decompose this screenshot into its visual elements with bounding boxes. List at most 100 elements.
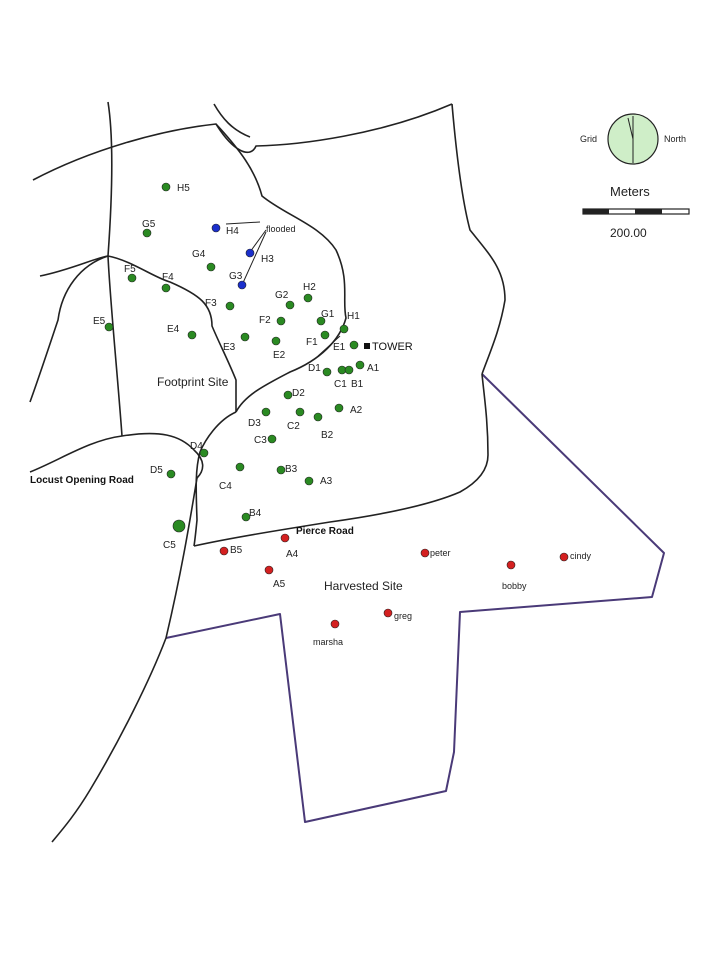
- marker-b1: [344, 365, 354, 375]
- marker-label-c3: C3: [254, 435, 267, 446]
- marker-label-d4: D4: [190, 441, 203, 452]
- stream-loop: [213, 103, 251, 138]
- marker-f3: [225, 301, 235, 311]
- marker-label-a2: A2: [350, 405, 363, 416]
- marker-c3: [267, 434, 277, 444]
- marker-label-f1: F1: [306, 337, 318, 348]
- marker-label-g3: G3: [229, 271, 243, 282]
- marker-label-g5: G5: [142, 219, 156, 230]
- true-north-line: [627, 117, 634, 140]
- marker-h5: [161, 182, 171, 192]
- marker-c5: [172, 519, 186, 533]
- marker-label-b1: B1: [351, 379, 364, 390]
- compass-legend: Grid North: [580, 113, 686, 165]
- marker-f5: [127, 273, 137, 283]
- marker-label-g1: G1: [321, 309, 335, 320]
- marker-h4: [211, 223, 221, 233]
- marker-label-c4: C4: [219, 481, 232, 492]
- marker-e3: [240, 332, 250, 342]
- stream-top: [32, 103, 453, 181]
- marker-d1: [322, 367, 332, 377]
- marker-label-d3: D3: [248, 418, 261, 429]
- road-lower-west: [51, 637, 167, 843]
- marker-label-b2: B2: [321, 430, 334, 441]
- marker-label-c2: C2: [287, 421, 300, 432]
- flooded-leader-h3: [249, 229, 267, 253]
- marker-label-e2: E2: [273, 350, 286, 361]
- pierce-road-label: Pierce Road: [296, 526, 354, 537]
- marker-a3: [304, 476, 314, 486]
- scale-value: 200.00: [610, 226, 647, 240]
- tower-icon: [364, 343, 370, 349]
- marker-label-h1: H1: [347, 311, 360, 322]
- locust-opening-road-line: [29, 432, 204, 479]
- marker-label-d1: D1: [308, 363, 321, 374]
- footprint-site-label: Footprint Site: [157, 375, 229, 389]
- road-east: [451, 103, 506, 375]
- marker-g4: [206, 262, 216, 272]
- flooded-leader-g3: [241, 231, 267, 286]
- marker-e1: [349, 340, 359, 350]
- marker-h3: [245, 248, 255, 258]
- marker-g5: [142, 228, 152, 238]
- marker-label-d2: D2: [292, 388, 305, 399]
- road-center: [193, 411, 237, 547]
- marker-e2: [271, 336, 281, 346]
- marker-label-f2: F2: [259, 315, 271, 326]
- marker-label-cindy: cindy: [570, 551, 592, 561]
- north-label: North: [664, 134, 686, 144]
- marker-e5: [104, 322, 114, 332]
- marker-label-d5: D5: [150, 465, 163, 476]
- road-north-west: [107, 101, 123, 437]
- harvested-site-boundary: [165, 373, 665, 823]
- marker-label-e4: E4: [167, 324, 180, 335]
- marker-label-a5: A5: [273, 579, 286, 590]
- scale-bar-seg-1: [583, 209, 609, 214]
- marker-label-c5: C5: [163, 540, 176, 551]
- marker-label-a4: A4: [286, 549, 299, 560]
- harvested-site-label: Harvested Site: [324, 579, 403, 593]
- marker-label-a3: A3: [320, 476, 333, 487]
- scale-bar: Meters 200.00: [582, 184, 690, 240]
- pierce-road-line: [193, 373, 489, 547]
- marker-g3: [237, 280, 247, 290]
- flooded-leader-h4: [225, 221, 261, 225]
- footprint-east-road: [215, 123, 347, 413]
- marker-label-greg: greg: [394, 611, 412, 621]
- marker-d5: [166, 469, 176, 479]
- grid-label: Grid: [580, 134, 597, 144]
- marker-label-e1: E1: [333, 342, 346, 353]
- marker-a5: [264, 565, 274, 575]
- marker-label-bobby: bobby: [502, 581, 527, 591]
- marker-label-h2: H2: [303, 282, 316, 293]
- locust-opening-road-label: Locust Opening Road: [30, 475, 134, 486]
- marker-marsha: [330, 619, 340, 629]
- marker-label-h3: H3: [261, 254, 274, 265]
- marker-a2: [334, 403, 344, 413]
- marker-label-f3: F3: [205, 298, 217, 309]
- units-label: Meters: [610, 184, 650, 199]
- marker-g2: [285, 300, 295, 310]
- marker-b2: [313, 412, 323, 422]
- marker-label-marsha: marsha: [313, 637, 343, 647]
- marker-h2: [303, 293, 313, 303]
- marker-a4: [280, 533, 290, 543]
- marker-e4: [187, 330, 197, 340]
- marker-label-c1: C1: [334, 379, 347, 390]
- marker-c2: [295, 407, 305, 417]
- tower-label: TOWER: [372, 341, 413, 353]
- marker-g1: [316, 316, 326, 326]
- marker-label-a1: A1: [367, 363, 380, 374]
- stream-west: [29, 255, 109, 403]
- marker-f1: [320, 330, 330, 340]
- marker-label-g4: G4: [192, 249, 206, 260]
- marker-a1: [355, 360, 365, 370]
- marker-label-b4: B4: [249, 508, 262, 519]
- marker-label-b5: B5: [230, 545, 243, 556]
- marker-greg: [383, 608, 393, 618]
- marker-label-f5: F5: [124, 264, 136, 275]
- marker-b5: [219, 546, 229, 556]
- marker-h1: [339, 324, 349, 334]
